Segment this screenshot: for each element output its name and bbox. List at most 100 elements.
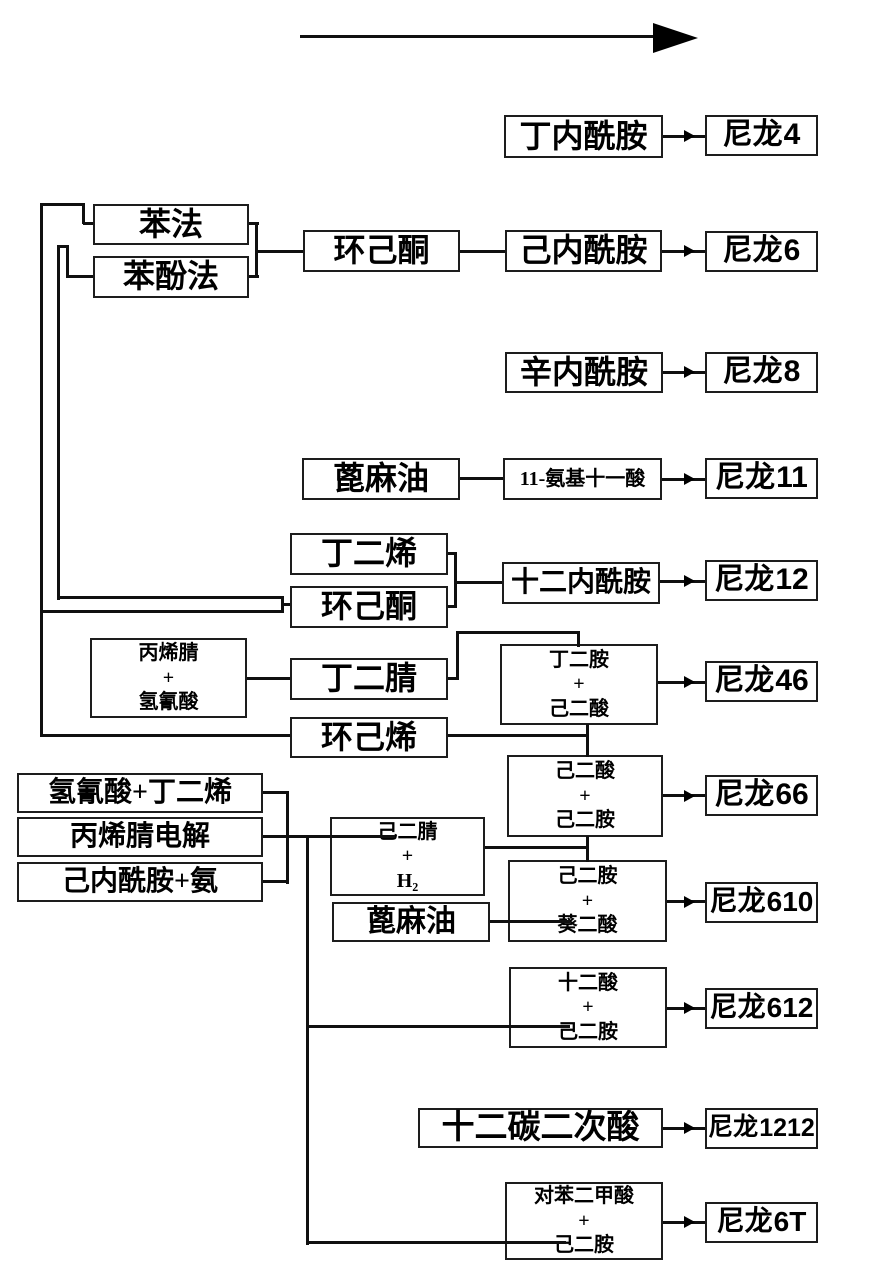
arrowhead-icon (684, 1216, 695, 1228)
node-hexanediamine-sebacic-acid: 己二胺+葵二酸 (508, 860, 667, 942)
node-label: 丁二烯 (320, 535, 417, 572)
nylon-number-label: 6 (783, 234, 801, 268)
connector-line (448, 605, 457, 608)
connector-line (247, 677, 290, 680)
node-label: 氢氰酸 (138, 691, 199, 714)
nylon-number-label: 46 (775, 664, 809, 698)
node-cyclohexene: 环己烯 (290, 717, 448, 758)
node-label: 辛内酰胺 (519, 353, 648, 390)
node-butyrolactam: 丁内酰胺 (504, 115, 663, 158)
connector-line (263, 835, 395, 838)
connector-line (83, 222, 93, 225)
nylon-prefix-label: 尼龙 (714, 563, 775, 597)
node-label: 苯法 (138, 205, 203, 242)
connector-line (448, 734, 589, 737)
connector-line (40, 203, 43, 737)
node-label: 蓖麻油 (332, 460, 429, 497)
node-label: + (582, 996, 594, 1019)
node-label: 氢氰酸+丁二烯 (48, 776, 232, 808)
nylon-prefix-label: 尼龙 (722, 118, 783, 152)
node-label: + (579, 784, 591, 807)
nylon-prefix-label: 尼龙 (714, 664, 775, 698)
node-laurolactam: 十二内酰胺 (502, 562, 660, 604)
connector-line (456, 631, 579, 634)
connector-line (456, 631, 459, 680)
nylon-number-label: 6T (773, 1206, 807, 1238)
flow-direction-arrow-icon (653, 23, 698, 53)
node-acrylonitrile-hcn: 丙烯腈+氢氰酸 (90, 638, 247, 718)
connector-line (249, 222, 259, 225)
node-benzene-method: 苯法 (93, 204, 249, 245)
node-butanediamine-adipic-acid: 丁二胺+己二酸 (500, 644, 658, 725)
connector-line (448, 552, 457, 555)
arrowhead-icon (684, 366, 695, 378)
node-label: 丁二腈 (320, 660, 417, 697)
arrowhead-icon (684, 1002, 695, 1014)
connector-line (57, 596, 284, 599)
connector-line (67, 275, 93, 278)
node-label: 十二酸 (558, 971, 618, 994)
node-label: + (581, 889, 594, 912)
node-label: 己二酸 (549, 697, 609, 720)
connector-line (41, 203, 85, 206)
nylon-prefix-label: 尼龙 (708, 1114, 759, 1142)
node-label: 己二胺 (558, 1020, 618, 1043)
connector-line (460, 250, 505, 253)
arrowhead-icon (684, 1122, 695, 1134)
node-dodecanedioic-acid: 十二碳二次酸 (418, 1108, 663, 1148)
nylon-prefix-label: 尼龙 (716, 1206, 773, 1238)
node-label: 丁二胺 (549, 648, 609, 671)
connector-line (263, 791, 289, 794)
connector-line (306, 835, 309, 1245)
node-label: 丙烯腈电解 (69, 820, 210, 852)
nylon-prefix-label: 尼龙 (722, 234, 783, 268)
arrowhead-icon (684, 245, 695, 257)
connector-line (66, 245, 69, 278)
node-label: 己二胺 (554, 1234, 614, 1257)
node-hcn-butadiene: 氢氰酸+丁二烯 (17, 773, 263, 813)
node-label: 十二碳二次酸 (441, 1109, 640, 1146)
connector-line (586, 836, 589, 862)
node-label: 葵二酸 (557, 914, 618, 937)
node-cyclohexanone-1: 环己酮 (303, 230, 460, 272)
node-adipic-acid-hexanediamine: 己二酸+己二胺 (507, 755, 663, 837)
node-label: 环己烯 (320, 718, 417, 755)
nylon-prefix-label: 尼龙 (714, 778, 775, 812)
connector-line (454, 552, 457, 608)
node-label: 己内酰胺 (519, 232, 648, 269)
node-label: 环己酮 (333, 232, 430, 269)
node-label: 己二酸 (555, 760, 615, 783)
arrowhead-icon (684, 676, 695, 688)
connector-line (662, 250, 705, 253)
connector-line (454, 581, 502, 584)
node-label: + (573, 673, 585, 696)
nylon-number-label: 66 (775, 778, 809, 812)
node-label: + (162, 666, 175, 689)
nylon-number-label: 12 (775, 563, 809, 597)
node-cyclohexanone-2: 环己酮 (290, 586, 448, 628)
node-label: 11-氨基十一酸 (519, 467, 646, 490)
node-label: 蓖麻油 (366, 904, 456, 938)
connector-line (485, 846, 588, 849)
connector-line (658, 681, 705, 684)
nylon-prefix-label: 尼龙 (709, 886, 766, 918)
connector-line (82, 203, 85, 224)
node-caprolactam: 己内酰胺 (505, 230, 662, 272)
arrowhead-icon (684, 790, 695, 802)
arrowhead-icon (684, 130, 695, 142)
connector-line (460, 477, 503, 480)
node-adiponitrile-h2: 己二腈+H₂ (330, 817, 485, 896)
connector-line (577, 631, 580, 647)
nylon-number-label: 8 (783, 355, 801, 389)
node-label: 十二内酰胺 (510, 566, 651, 598)
node-label: 己二胺 (555, 809, 615, 832)
nylon-number-label: 612 (766, 992, 814, 1024)
arrowhead-icon (684, 896, 695, 908)
